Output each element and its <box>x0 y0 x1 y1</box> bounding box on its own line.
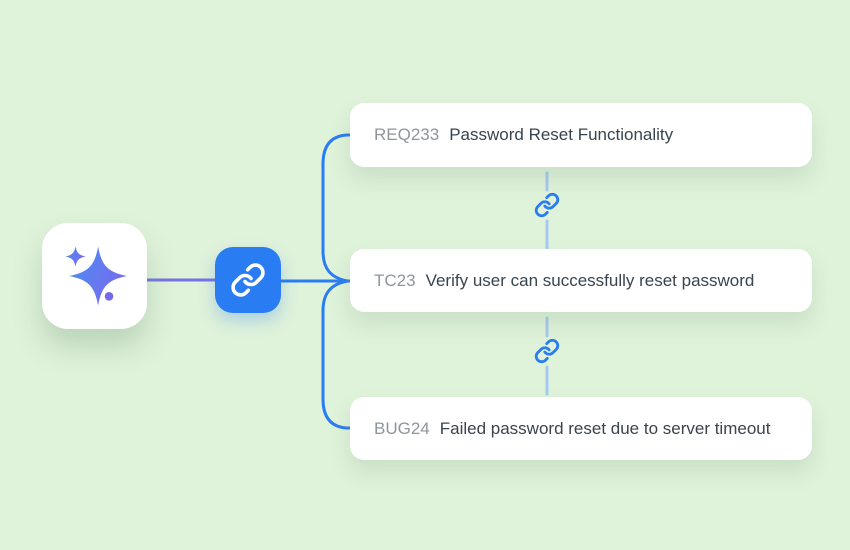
hub-to-bug-line <box>321 279 352 430</box>
requirement-id: REQ233 <box>374 125 440 144</box>
ai-source-node[interactable] <box>42 223 147 329</box>
requirement-card[interactable]: REQ233 Password Reset Functionality <box>350 103 812 167</box>
req-tc-link-badge <box>533 191 561 219</box>
hub-to-requirement-line <box>321 133 352 283</box>
sparkle-icon <box>64 246 127 306</box>
bug-id: BUG24 <box>374 418 430 438</box>
tc-bug-link-badge <box>533 337 561 365</box>
testcase-title: Verify user can successfully reset passw… <box>425 270 755 290</box>
link-icon <box>534 338 560 364</box>
testcase-card[interactable]: TC23 Verify user can successfully reset … <box>350 249 812 312</box>
link-icon <box>231 263 265 297</box>
link-icon <box>534 192 560 218</box>
bug-card[interactable]: BUG24 Failed password reset due to serve… <box>350 397 812 460</box>
testcase-id: TC23 <box>374 270 416 290</box>
requirement-title: Password Reset Functionality <box>449 125 674 144</box>
link-hub-node[interactable] <box>215 247 281 313</box>
bug-title: Failed password reset due to server time… <box>439 418 771 438</box>
